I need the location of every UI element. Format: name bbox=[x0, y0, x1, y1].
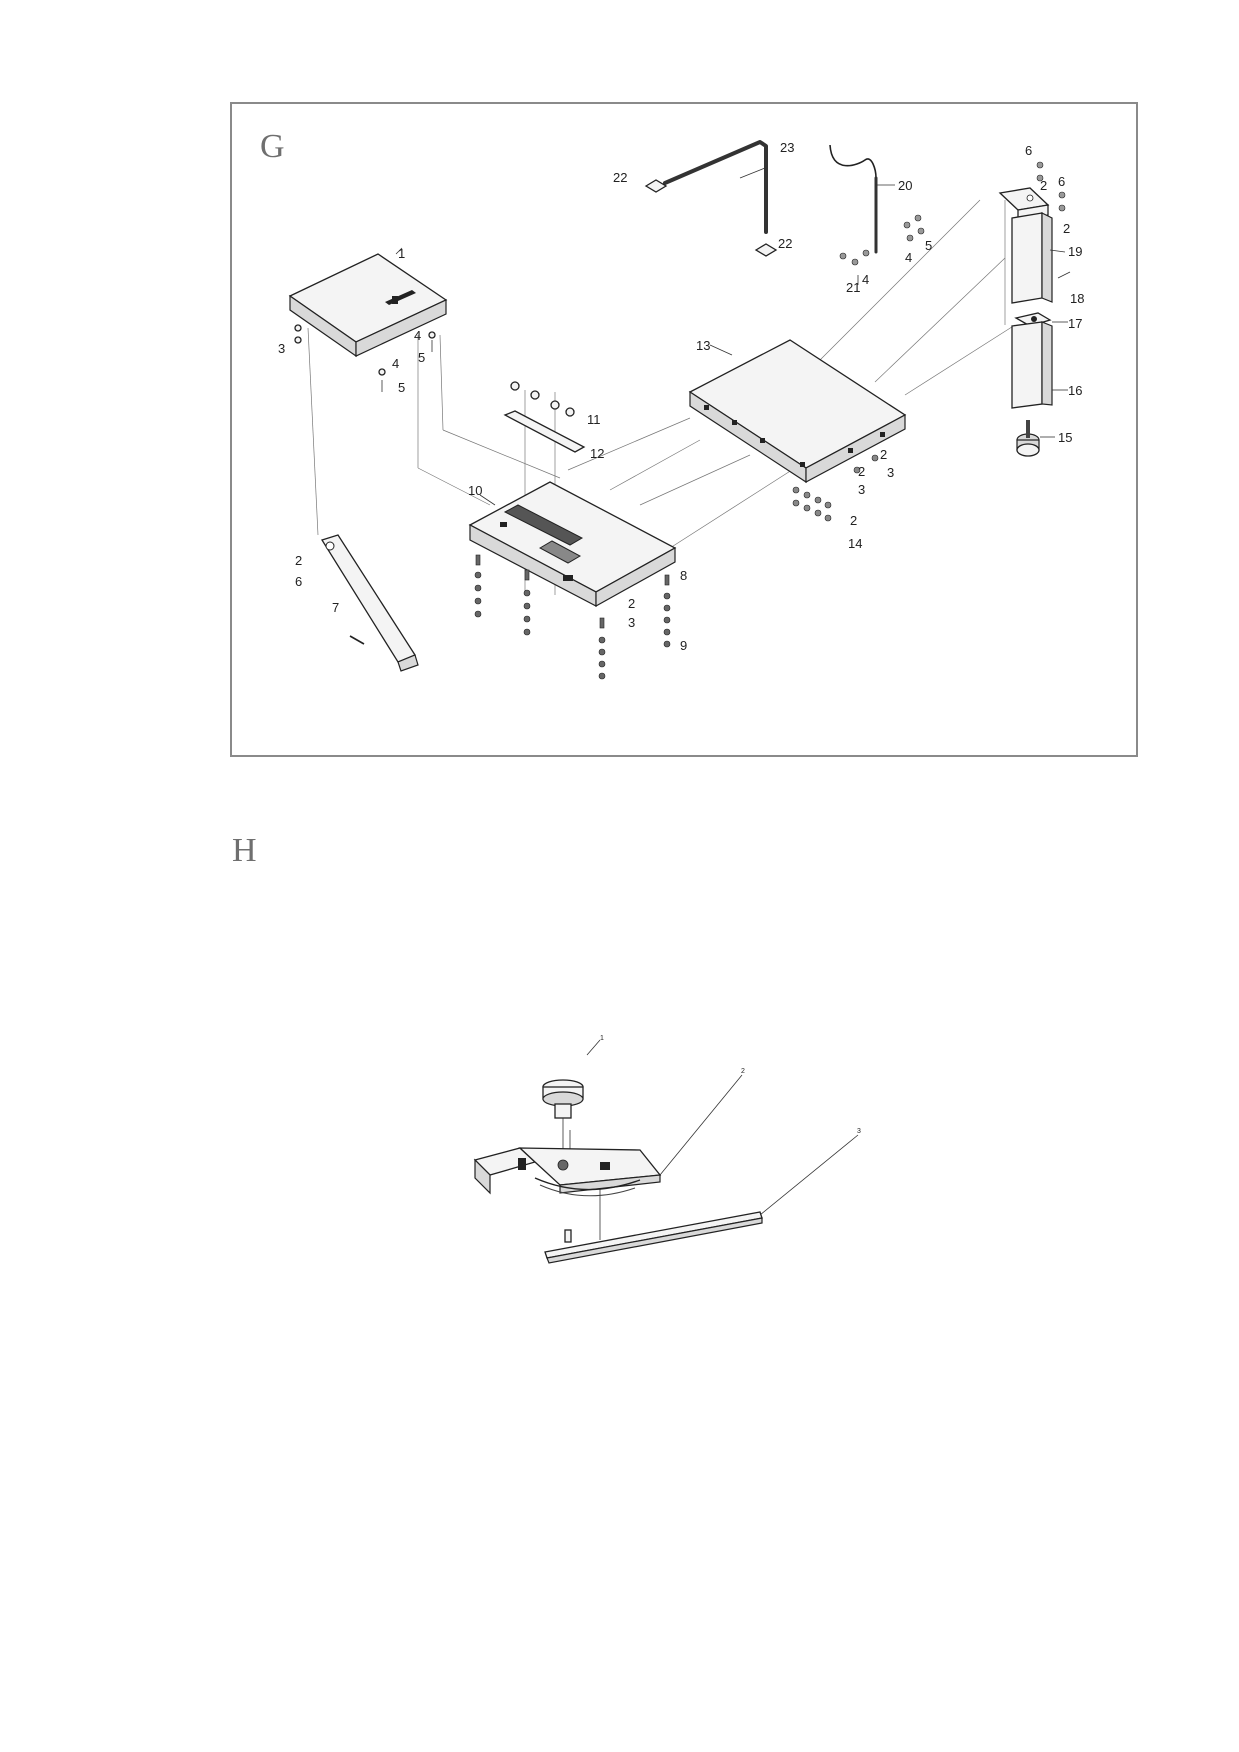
label-g-3c: 3 bbox=[858, 482, 865, 497]
part-number-labels: 1 3 4 5 4 5 10 11 12 13 2 3 2 3 2 14 2 6… bbox=[278, 140, 1084, 653]
label-g-11: 11 bbox=[587, 412, 601, 427]
section-letter-g: G bbox=[260, 128, 285, 165]
part-17-connector bbox=[1014, 312, 1052, 327]
label-g-6b: 6 bbox=[1025, 143, 1032, 158]
label-g-4d: 4 bbox=[862, 272, 869, 287]
label-g-2a: 2 bbox=[880, 447, 887, 462]
part-15-foot bbox=[1016, 420, 1040, 457]
label-g-13: 13 bbox=[696, 338, 710, 353]
label-g-1: 1 bbox=[398, 246, 405, 261]
label-g-15: 15 bbox=[1058, 430, 1072, 445]
label-g-5a: 5 bbox=[398, 380, 405, 395]
h-part-1-knob bbox=[542, 1079, 584, 1155]
label-g-17: 17 bbox=[1068, 316, 1082, 331]
label-g-6a: 6 bbox=[295, 574, 302, 589]
label-h-1: 1 bbox=[600, 1035, 604, 1042]
part-21-fasteners bbox=[839, 214, 925, 285]
diagram-h-leaders bbox=[569, 1039, 859, 1240]
label-g-10: 10 bbox=[468, 483, 482, 498]
label-g-4a: 4 bbox=[392, 356, 399, 371]
h-part-3-guide-bar bbox=[544, 1211, 763, 1264]
part-13-extension-table bbox=[688, 339, 907, 484]
part-10-main-table bbox=[468, 481, 677, 608]
label-g-5c: 5 bbox=[925, 238, 932, 253]
label-g-2b: 2 bbox=[858, 464, 865, 479]
label-g-2c: 2 bbox=[850, 513, 857, 528]
diagram-g: 1 3 4 5 4 5 10 11 12 13 2 3 2 3 2 14 2 6… bbox=[278, 140, 1084, 680]
diagram-g-frame bbox=[230, 102, 1138, 757]
label-g-23: 23 bbox=[780, 140, 794, 155]
label-g-16: 16 bbox=[1068, 383, 1082, 398]
bolt-stacks-main-table bbox=[474, 554, 671, 680]
label-g-22b: 22 bbox=[778, 236, 792, 251]
label-g-3d: 3 bbox=[628, 615, 635, 630]
label-g-21: 21 bbox=[846, 280, 860, 295]
part-7-support-leg bbox=[321, 534, 419, 672]
part-19-upper-leg bbox=[998, 161, 1071, 304]
label-g-2d: 2 bbox=[295, 553, 302, 568]
part-1-small-table bbox=[288, 253, 448, 358]
label-g-19: 19 bbox=[1068, 244, 1082, 259]
part-23-bent-rod bbox=[644, 140, 778, 257]
fasteners-part-13 bbox=[792, 454, 879, 522]
label-g-14: 14 bbox=[848, 536, 862, 551]
label-h-3: 3 bbox=[857, 1128, 861, 1135]
part-16-lower-leg bbox=[1011, 321, 1053, 409]
section-letter-h: H bbox=[232, 832, 257, 869]
callout-leaders bbox=[395, 167, 1068, 506]
label-g-4c: 4 bbox=[905, 250, 912, 265]
label-g-18: 18 bbox=[1070, 291, 1084, 306]
part-11-screws bbox=[510, 381, 575, 417]
fasteners-part-1 bbox=[294, 324, 436, 392]
part-12-rail bbox=[503, 410, 586, 453]
h-part-2-gauge-head bbox=[473, 1147, 662, 1197]
label-g-2e: 2 bbox=[628, 596, 635, 611]
label-g-3b: 3 bbox=[887, 465, 894, 480]
label-g-3a: 3 bbox=[278, 341, 285, 356]
label-g-20: 20 bbox=[898, 178, 912, 193]
label-g-8: 8 bbox=[680, 568, 687, 583]
diagram-h-labels: 1 2 3 bbox=[600, 1035, 861, 1135]
label-g-9: 9 bbox=[680, 638, 687, 653]
label-g-2g: 2 bbox=[1063, 221, 1070, 236]
label-g-2f: 2 bbox=[1040, 178, 1047, 193]
label-g-12: 12 bbox=[590, 446, 604, 461]
label-g-7: 7 bbox=[332, 600, 339, 615]
label-g-4b: 4 bbox=[414, 328, 421, 343]
part-20-cable bbox=[829, 144, 878, 254]
label-g-5b: 5 bbox=[418, 350, 425, 365]
label-g-6c: 6 bbox=[1058, 174, 1065, 189]
label-h-2: 2 bbox=[741, 1068, 745, 1075]
diagram-h: 1 2 3 bbox=[473, 1035, 861, 1264]
label-g-22a: 22 bbox=[613, 170, 627, 185]
